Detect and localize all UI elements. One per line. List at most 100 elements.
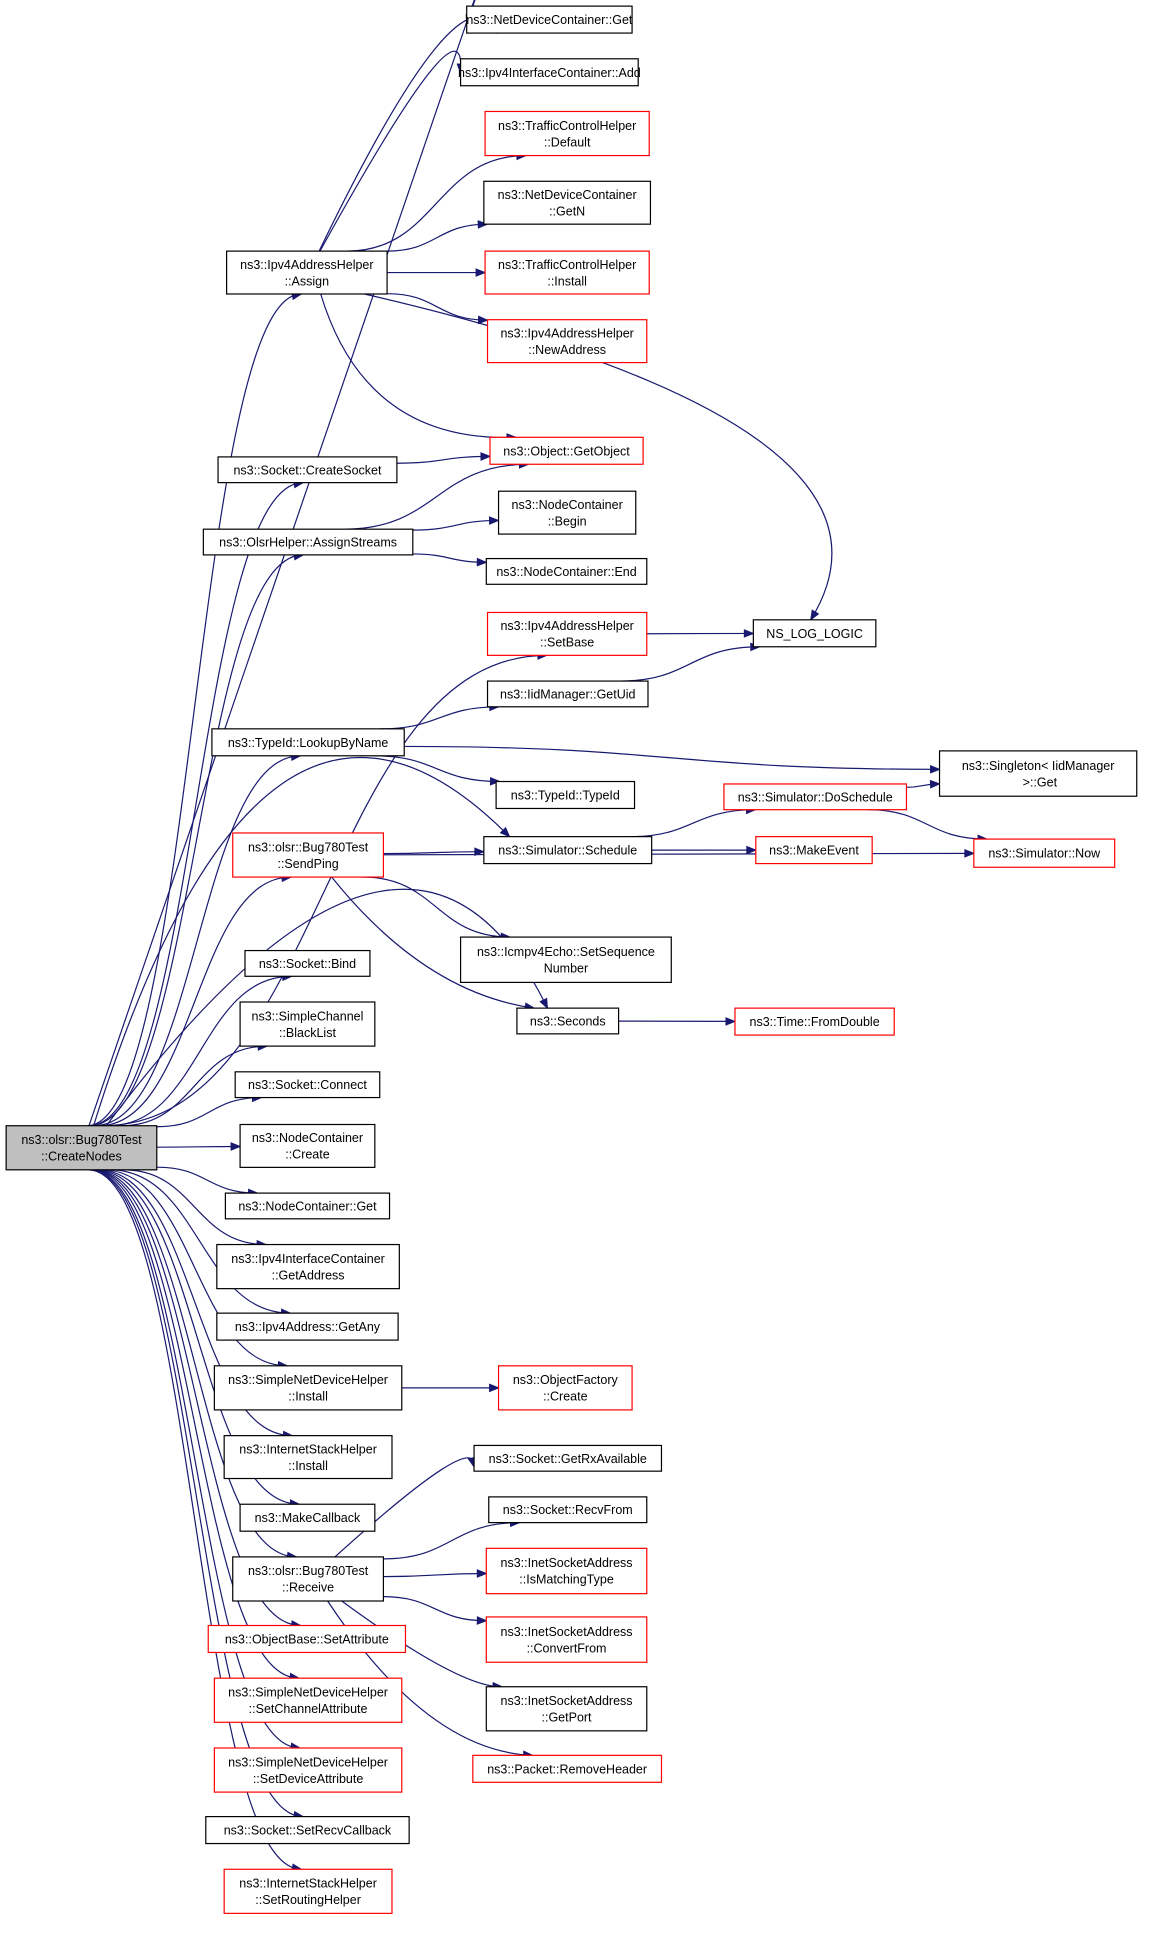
node-label: ns3::SimpleNetDeviceHelper (228, 1373, 388, 1387)
function-node-isa-getport[interactable]: ns3::InetSocketAddress::GetPort (485, 1686, 648, 1732)
function-node-sc-blacklist[interactable]: ns3::SimpleChannel::BlackList (239, 1001, 376, 1047)
node-box (223, 1868, 393, 1914)
node-box (723, 783, 908, 811)
function-node-sndh-setdevattr[interactable]: ns3::SimpleNetDeviceHelper::SetDeviceAtt… (213, 1747, 403, 1793)
call-edge-typeid_lookup-to-singleton_get (404, 745, 940, 770)
call-edge-sendping-to-icmp_setseq (362, 876, 511, 938)
node-box (459, 58, 639, 87)
function-node-sock-bind[interactable]: ns3::Socket::Bind (244, 949, 371, 977)
function-node-sim-doschedule[interactable]: ns3::Simulator::DoSchedule (723, 783, 908, 811)
call-edge-iidm_getuid-to-ns_log_logic (620, 646, 760, 682)
node-label: ns3::InternetStackHelper (239, 1442, 377, 1456)
node-box (486, 611, 648, 656)
function-node-ndc-get[interactable]: ns3::NetDeviceContainer::Get (466, 5, 633, 34)
function-node-singleton-get[interactable]: ns3::Singleton< IidManager >::Get (938, 750, 1138, 797)
function-node-nc-get[interactable]: ns3::NodeContainer::Get (224, 1192, 391, 1220)
function-node-isa-ismatching[interactable]: ns3::InetSocketAddress::IsMatchingType (485, 1547, 648, 1595)
function-node-ish-setrouting[interactable]: ns3::InternetStackHelper::SetRoutingHelp… (223, 1868, 393, 1914)
node-box (485, 1547, 648, 1595)
call-edge-root-to-typeid_lookup (93, 755, 301, 1127)
node-box (234, 1071, 381, 1099)
node-label: ns3::SimpleNetDeviceHelper (228, 1685, 388, 1699)
function-node-sock-create[interactable]: ns3::Socket::CreateSocket (217, 456, 398, 484)
call-edge-sim_doschedule-to-sim_now (867, 809, 988, 840)
function-node-olsr-assign[interactable]: ns3::OlsrHelper::AssignStreams (202, 528, 414, 556)
function-node-obj-getobject[interactable]: ns3::Object::GetObject (489, 436, 644, 465)
function-node-ipv4addr-getany[interactable]: ns3::Ipv4Address::GetAny (216, 1312, 399, 1341)
node-label: ::GetPort (542, 1711, 593, 1725)
node-box (459, 936, 672, 984)
function-node-ish-install[interactable]: ns3::InternetStackHelper::Install (223, 1435, 393, 1480)
function-node-ipv4ah-newaddr[interactable]: ns3::Ipv4AddressHelper::NewAddress (486, 319, 648, 364)
call-edge-root-to-olsr_assign (89, 554, 304, 1127)
node-label: ::NewAddress (528, 343, 606, 357)
function-node-ipv4ah-setbase[interactable]: ns3::Ipv4AddressHelper::SetBase (486, 611, 648, 656)
function-node-receive[interactable]: ns3::olsr::Bug780Test::Receive (232, 1556, 385, 1602)
function-node-sock-recvfrom[interactable]: ns3::Socket::RecvFrom (488, 1496, 648, 1524)
function-node-sock-connect[interactable]: ns3::Socket::Connect (234, 1071, 381, 1099)
node-box (223, 1435, 393, 1480)
function-node-isa-convertfrom[interactable]: ns3::InetSocketAddress::ConvertFrom (485, 1616, 648, 1663)
function-node-time-fromdouble[interactable]: ns3::Time::FromDouble (734, 1007, 895, 1036)
node-box (484, 110, 650, 157)
node-label: ns3::Time::FromDouble (750, 1015, 880, 1029)
arrowhead (476, 1616, 488, 1625)
function-node-tch-install[interactable]: ns3::TrafficControlHelper::Install (484, 250, 650, 295)
node-box (755, 836, 873, 865)
function-node-nc-begin[interactable]: ns3::NodeContainer::Begin (497, 490, 637, 535)
function-node-iic-add[interactable]: ns3::Ipv4InterfaceContainer::Add (458, 58, 641, 87)
function-node-nc-end[interactable]: ns3::NodeContainer::End (485, 557, 648, 585)
call-edge-olsr_assign-to-nc_end (412, 553, 487, 563)
node-label: ::Install (547, 274, 587, 288)
function-node-makecallback[interactable]: ns3::MakeCallback (239, 1503, 376, 1532)
node-label: ::Create (285, 1148, 330, 1162)
node-label: ns3::Object::GetObject (503, 444, 630, 458)
node-box (473, 1444, 663, 1472)
call-edge-root-to-makecallback (94, 1169, 300, 1505)
node-label: ns3::InetSocketAddress (501, 1556, 633, 1570)
function-node-sendping[interactable]: ns3::olsr::Bug780Test::SendPing (232, 832, 385, 878)
arrowhead (964, 849, 976, 858)
arrowhead (746, 845, 758, 855)
function-node-nc-create[interactable]: ns3::NodeContainer::Create (239, 1123, 376, 1168)
function-node-iic-getaddr[interactable]: ns3::Ipv4InterfaceContainer::GetAddress (216, 1243, 400, 1290)
node-box (752, 619, 877, 648)
function-node-sim-now[interactable]: ns3::Simulator::Now (973, 838, 1116, 868)
function-node-typeid-lookup[interactable]: ns3::TypeId::LookupByName (211, 728, 405, 757)
function-node-iidm-getuid[interactable]: ns3::IidManager::GetUid (486, 680, 649, 708)
function-node-ns-log-logic[interactable]: NS_LOG_LOGIC (752, 619, 877, 648)
node-box (472, 1754, 663, 1783)
node-label: ns3::Ipv4InterfaceContainer (231, 1252, 385, 1266)
node-label: ns3::Socket::Connect (248, 1078, 367, 1092)
function-node-typeid-typeid[interactable]: ns3::TypeId::TypeId (495, 780, 636, 810)
node-label: ns3::Ipv4AddressHelper (500, 326, 633, 340)
function-node-ndc-getn[interactable]: ns3::NetDeviceContainer::GetN (483, 180, 652, 225)
node-box (938, 750, 1138, 797)
node-label: ::GetN (549, 204, 585, 218)
function-node-objfactory-create[interactable]: ns3::ObjectFactory::Create (497, 1365, 633, 1411)
arrowhead (499, 826, 511, 838)
function-node-seconds[interactable]: ns3::Seconds (516, 1007, 620, 1035)
node-label: ns3::TrafficControlHelper (498, 119, 636, 133)
node-label: ::CreateNodes (41, 1150, 122, 1164)
function-node-root[interactable]: ns3::olsr::Bug780Test::CreateNodes (5, 1125, 158, 1171)
call-edge-typeid_lookup-to-iidm_getuid (380, 706, 499, 730)
function-node-sock-getrx[interactable]: ns3::Socket::GetRxAvailable (473, 1444, 663, 1472)
function-node-sndh-install[interactable]: ns3::SimpleNetDeviceHelper::Install (213, 1365, 403, 1411)
node-label: ns3::Socket::Bind (259, 957, 356, 971)
node-label: ns3::NodeContainer::Get (238, 1199, 377, 1213)
function-node-objbase-setattr[interactable]: ns3::ObjectBase::SetAttribute (207, 1624, 407, 1654)
function-node-sim-schedule[interactable]: ns3::Simulator::Schedule (483, 836, 653, 865)
call-edge-olsr_assign-to-obj_getobject (344, 463, 529, 530)
function-node-sndh-setchattr[interactable]: ns3::SimpleNetDeviceHelper::SetChannelAt… (213, 1677, 403, 1723)
function-node-sock-setrecvcb[interactable]: ns3::Socket::SetRecvCallback (205, 1815, 410, 1845)
function-node-packet-removeheader[interactable]: ns3::Packet::RemoveHeader (472, 1754, 663, 1783)
node-label: ns3::NetDeviceContainer (498, 188, 637, 202)
arrowhead (476, 557, 488, 567)
node-label: ns3::olsr::Bug780Test (248, 840, 369, 854)
function-node-ipv4ah-assign[interactable]: ns3::Ipv4AddressHelper::Assign (226, 250, 388, 295)
function-node-makeevent[interactable]: ns3::MakeEvent (755, 836, 873, 865)
node-box (211, 728, 405, 757)
function-node-tch-default[interactable]: ns3::TrafficControlHelper::Default (484, 110, 650, 157)
